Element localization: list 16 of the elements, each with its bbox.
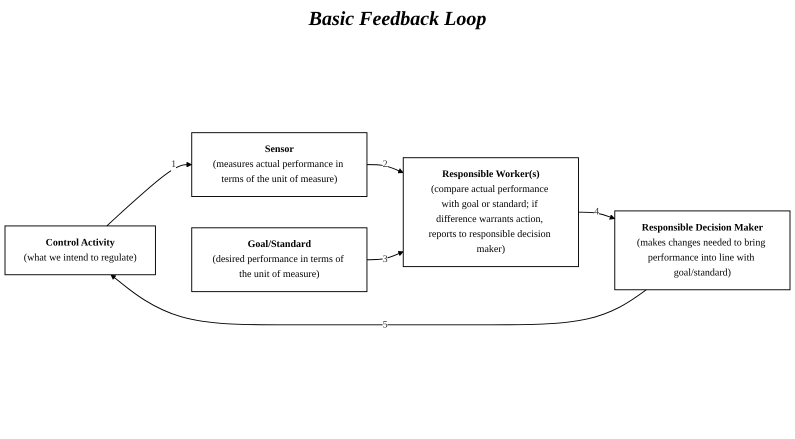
node-box: Control Activity (what we intend to regulate): [4, 225, 156, 276]
edge-label: 1: [171, 158, 176, 170]
arrow: [106, 162, 192, 226]
node-box: Responsible Decision Maker (makes changes needed to bring performance into line with goal/standard): [614, 210, 790, 290]
edge-label: 2: [382, 158, 388, 170]
node-box: Sensor (measures actual performance in terms of the unit of measure): [191, 132, 368, 197]
arrow: [578, 212, 616, 220]
node-box: Goal/Standard (desired performance in terms of the unit of measure): [191, 227, 368, 292]
diagram-title: Basic Feedback Loop: [308, 8, 488, 31]
edge-label: 4: [594, 206, 600, 218]
arrow: [366, 251, 404, 260]
arrow: [110, 274, 647, 326]
edge-label: 5: [382, 319, 388, 330]
node-box: Responsible Worker(s) (compare actual performance with goal or standard; if difference warrants action, reports to responsible decision maker): [402, 157, 579, 268]
edge-label: 3: [382, 254, 388, 265]
arrow: [366, 164, 404, 174]
